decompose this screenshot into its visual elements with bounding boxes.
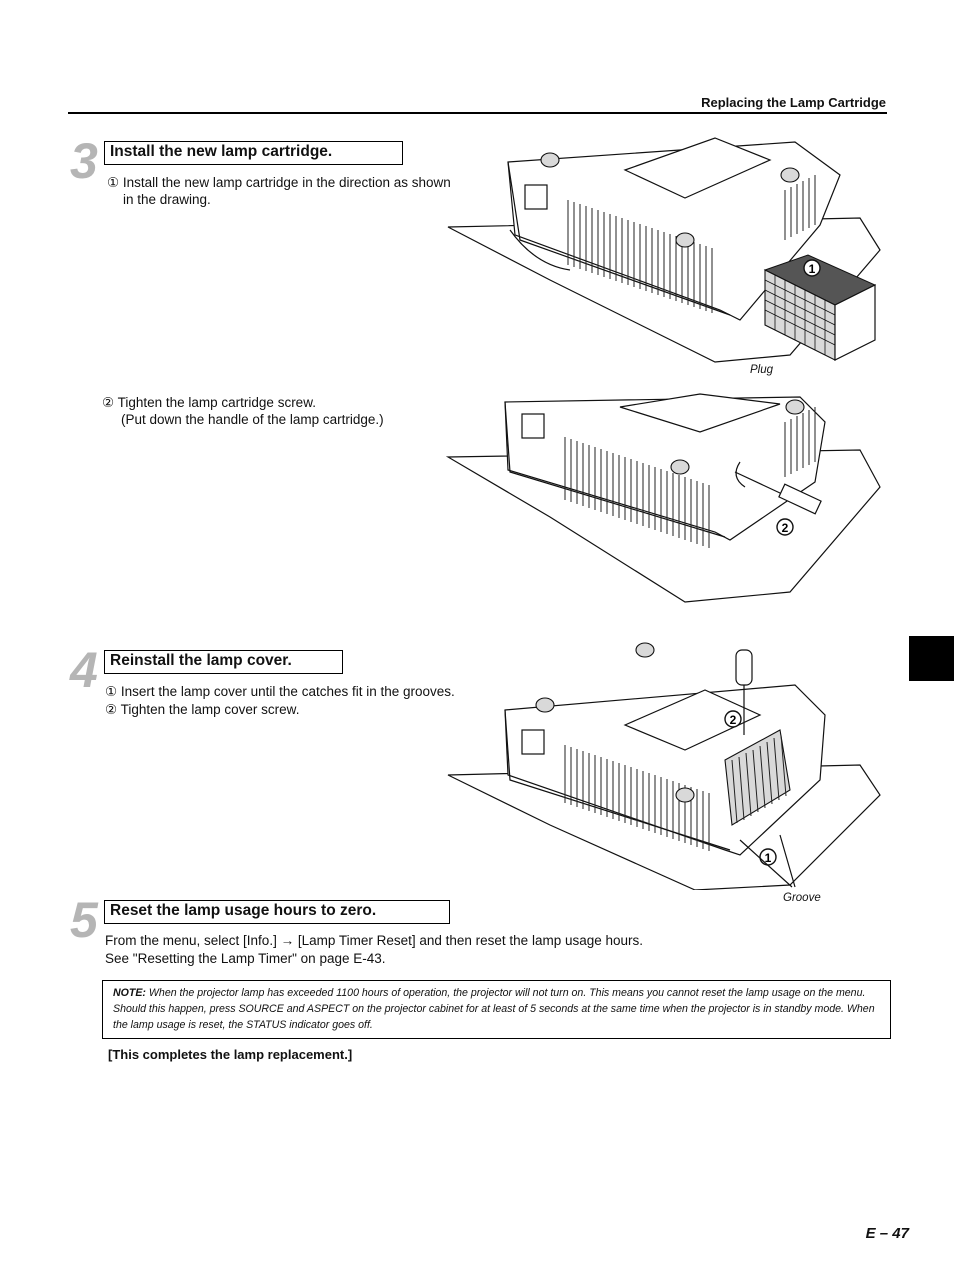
note-box: NOTE: When the projector lamp has exceed… [102,980,891,1039]
figure-3-callout-top: 2 [730,713,737,727]
step-5-instruction-2: See "Resetting the Lamp Timer" on page E… [105,951,386,966]
step-5-instruction-1: From the menu, select [Info.] → [Lamp Ti… [105,933,644,948]
step-4-instruction-1: ① Insert the lamp cover until the catche… [105,684,455,699]
plug-caption: Plug [750,364,774,376]
completion-message: [This completes the lamp replacement.] [108,1047,353,1062]
figure-2-callout: 2 [782,521,789,535]
chapter-tab-marker [909,636,954,681]
figure-3-callout-bottom: 1 [765,851,772,865]
step-number-3: 3 [70,133,98,189]
section-title: Replacing the Lamp Cartridge [701,95,886,110]
figure-1-callout: 1 [809,262,816,276]
step-4-instruction-2: ② Tighten the lamp cover screw. [105,702,300,717]
header-rule [68,112,887,114]
note-label: NOTE: [113,987,146,999]
step-3-instruction-2-cont: (Put down the handle of the lamp cartrid… [121,412,384,427]
note-text: When the projector lamp has exceeded 110… [113,987,875,1031]
step-3-instruction-2: ② Tighten the lamp cartridge screw. [102,395,316,410]
groove-caption: Groove [783,892,821,904]
step-4-heading: Reinstall the lamp cover. [104,650,343,674]
page-number: E – 47 [865,1225,909,1242]
figure-insert-lamp-cartridge: 1 [447,137,881,363]
step-5-heading: Reset the lamp usage hours to zero. [104,900,450,924]
step-3-instruction-1-cont: in the drawing. [123,192,211,207]
step-3-heading: Install the new lamp cartridge. [104,141,403,165]
step-number-4: 4 [70,642,98,698]
step-3-instruction-1: ① Install the new lamp cartridge in the … [107,175,451,190]
step-number-5: 5 [70,892,98,948]
figure-tighten-cartridge-screw: 2 [445,393,881,603]
figure-reinstall-lamp-cover: 2 1 [447,642,881,890]
